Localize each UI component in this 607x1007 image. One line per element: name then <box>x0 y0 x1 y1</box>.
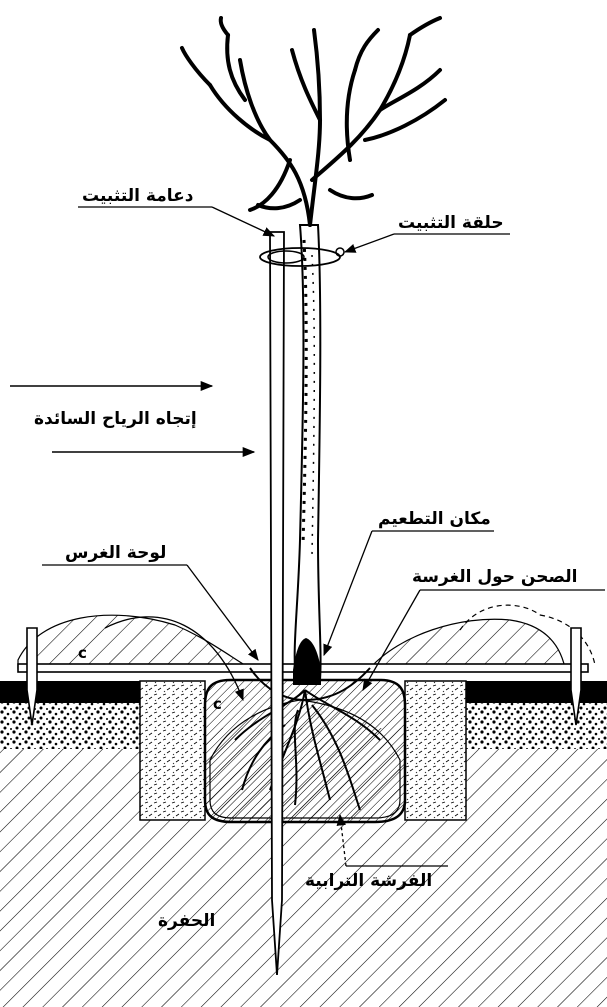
gravel-layer <box>0 703 607 749</box>
tree-canopy <box>180 16 447 227</box>
planting-board-label: لوحة الغرس <box>65 543 166 563</box>
c-left-label: c <box>78 644 87 662</box>
soil-bed-label: الفرشة الترابية <box>305 871 432 891</box>
soil-mounds <box>17 604 596 669</box>
stake <box>269 231 285 976</box>
stake-label: دعامة التثبيت <box>82 186 194 206</box>
wind-arrows <box>10 380 256 458</box>
c-mid-label: c <box>213 695 222 713</box>
wind-direction-label: إتجاه الرياح السائدة <box>34 409 197 429</box>
graft-point-label: مكان التطعيم <box>378 509 491 529</box>
tie-ring-label: حلقة التثبيت <box>398 213 504 233</box>
basin-label: الصحن حول الغرسة <box>412 567 577 587</box>
side-pegs <box>26 627 582 726</box>
trunk <box>293 224 322 685</box>
basin <box>249 667 371 702</box>
leader-lines <box>42 206 605 867</box>
pit-label: الحفرة <box>158 911 215 931</box>
